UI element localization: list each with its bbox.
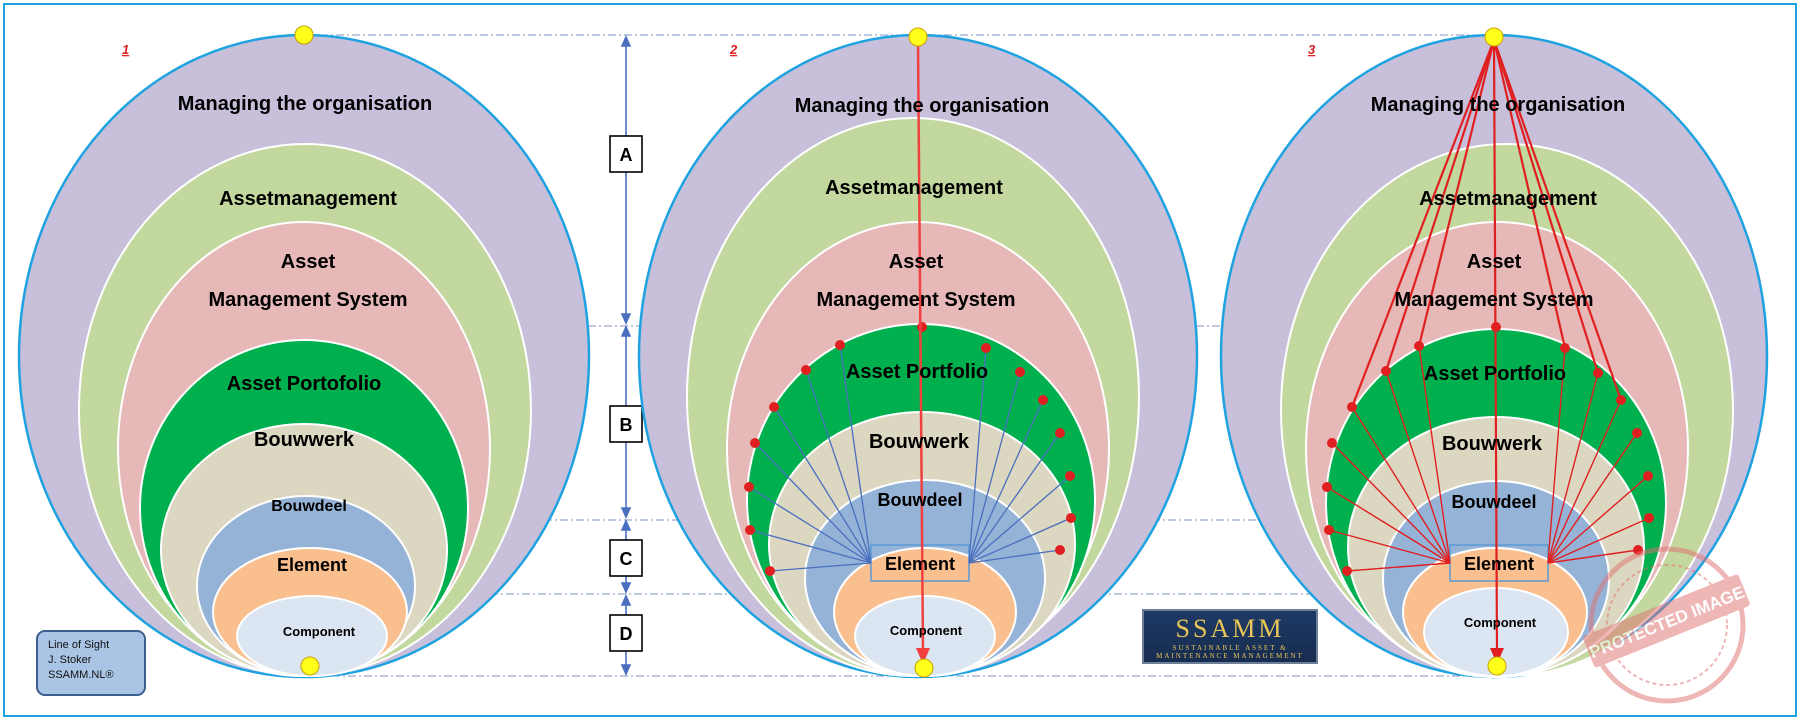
credit-line-1: Line of Sight (48, 639, 110, 651)
bouwwerk-connectors (748, 344, 1072, 572)
label-bouwdeel: Bouwdeel (1451, 492, 1536, 512)
line-of-sight (916, 39, 925, 653)
bouwwerk-nodes (744, 322, 1076, 576)
line-of-sight-arrow (916, 648, 930, 664)
outer-frame (3, 3, 1797, 717)
bouwwerk-connectors (1326, 345, 1650, 572)
label-element: Element (885, 554, 955, 574)
bottom-node (914, 658, 934, 678)
top-connectors (1350, 39, 1623, 653)
label-element: Element (277, 555, 347, 575)
label-bouwwerk: Bouwwerk (1442, 433, 1543, 455)
label-bouwwerk: Bouwwerk (869, 431, 970, 453)
logo-subtitle-1: SUSTAINABLE ASSET & (1172, 644, 1288, 652)
label-bouwwerk: Bouwwerk (254, 429, 355, 451)
label-asset-portfolio: Asset Portfolio (1424, 363, 1566, 385)
logo-subtitle-2: MAINTENANCE MANAGEMENT (1156, 652, 1304, 660)
bouwwerk-nodes (1322, 322, 1654, 576)
scale-label-b: B (620, 415, 633, 435)
label-bouwdeel: Bouwdeel (271, 498, 347, 515)
scale-box-b (609, 405, 643, 443)
credit-line-2: J. Stoker (48, 654, 92, 666)
label-assetmanagement: Assetmanagement (825, 177, 1003, 199)
level-component (236, 595, 388, 677)
panel-number: 2 (729, 42, 738, 57)
label-management-system: Management System (209, 289, 408, 311)
label-assetmanagement: Assetmanagement (219, 188, 397, 210)
scale-label-d: D (620, 624, 633, 644)
label-component: Component (890, 623, 963, 638)
panel-number: 1 (122, 42, 129, 57)
scale-label-a: A (620, 145, 633, 165)
label-component: Component (283, 624, 356, 639)
label-management-system: Management System (1395, 289, 1594, 311)
label-component: Component (1464, 615, 1537, 630)
label-bouwdeel: Bouwdeel (877, 490, 962, 510)
label-asset: Asset (281, 251, 336, 273)
bottom-node (1487, 656, 1507, 676)
line-of-sight-arrow (1490, 648, 1504, 664)
panel-2: 2 Managing the organisation Assetmanagem… (637, 27, 1199, 679)
credit-line-3: SSAMM.NL® (48, 669, 114, 681)
label-assetmanagement: Assetmanagement (1419, 188, 1597, 210)
label-element: Element (1464, 554, 1534, 574)
label-managing-organisation: Managing the organisation (795, 95, 1049, 117)
label-asset: Asset (889, 251, 944, 273)
top-node (1484, 27, 1504, 47)
top-node (294, 25, 314, 45)
label-management-system: Management System (817, 289, 1016, 311)
logo-title: SSAMM (1175, 614, 1285, 643)
scale-box-c (609, 539, 643, 577)
label-asset-portfolio: Asset Portofolio (227, 373, 381, 395)
scale-box-a (609, 135, 643, 173)
label-managing-organisation: Managing the organisation (1371, 94, 1625, 116)
credit-box: Line of Sight J. Stoker SSAMM.NL® (36, 630, 146, 696)
label-managing-organisation: Managing the organisation (178, 93, 432, 115)
panel-3: 3 Managing the organisation Assetmanagem… (1219, 27, 1769, 679)
panel-1: 1 Managing the organisation Assetmanagem… (17, 25, 591, 679)
label-asset: Asset (1467, 251, 1522, 273)
panel-number: 3 (1308, 42, 1316, 57)
label-asset-portfolio: Asset Portfolio (846, 361, 988, 383)
scale-label-c: C (620, 549, 633, 569)
top-node (908, 27, 928, 47)
ssamm-logo: SSAMM SUSTAINABLE ASSET & MAINTENANCE MA… (1142, 609, 1318, 664)
scale-box-d (609, 614, 643, 652)
bottom-node (300, 656, 320, 676)
level-scale: A B C D (609, 35, 643, 676)
